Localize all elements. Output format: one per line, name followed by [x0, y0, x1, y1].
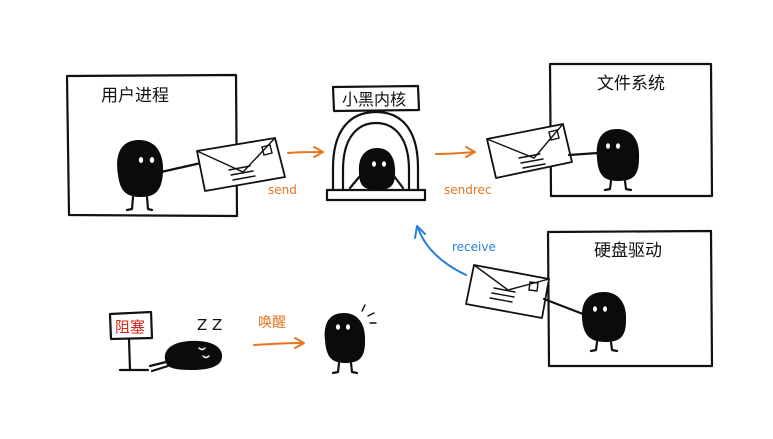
disk-driver-box: 硬盘驱动: [546, 229, 714, 368]
user-process-character: [117, 140, 203, 212]
file-system-character: [567, 129, 640, 192]
sendrec-label: sendrec: [444, 183, 492, 197]
blocked-label: 阻塞: [115, 318, 145, 336]
kernel-window: [325, 110, 427, 202]
envelope-file-system: [486, 123, 573, 179]
send-label: send: [268, 183, 297, 197]
blocked-sign: 阻塞: [108, 310, 154, 372]
awake-character: [324, 304, 377, 375]
kernel-title-box: 小黑内核: [331, 84, 421, 113]
envelope-user: [196, 137, 286, 192]
send-arrow: send: [268, 146, 324, 197]
file-system-label: 文件系统: [597, 74, 665, 94]
sendrec-arrow: sendrec: [435, 146, 492, 197]
wake-label: 唤醒: [258, 314, 286, 331]
sleeping-character: Z Z: [148, 316, 222, 373]
user-process-label: 用户进程: [101, 86, 169, 106]
wake-arrow: 唤醒: [253, 314, 305, 349]
kernel-character: [348, 148, 405, 190]
kernel-label: 小黑内核: [342, 90, 406, 109]
disk-driver-character: [542, 292, 627, 353]
user-process-box: 用户进程: [65, 73, 239, 218]
sleep-zzz: Z Z: [197, 316, 222, 334]
receive-arrow: receive: [414, 225, 496, 276]
envelope-disk-driver: [465, 264, 550, 319]
disk-driver-label: 硬盘驱动: [594, 241, 662, 261]
receive-label: receive: [452, 240, 496, 254]
